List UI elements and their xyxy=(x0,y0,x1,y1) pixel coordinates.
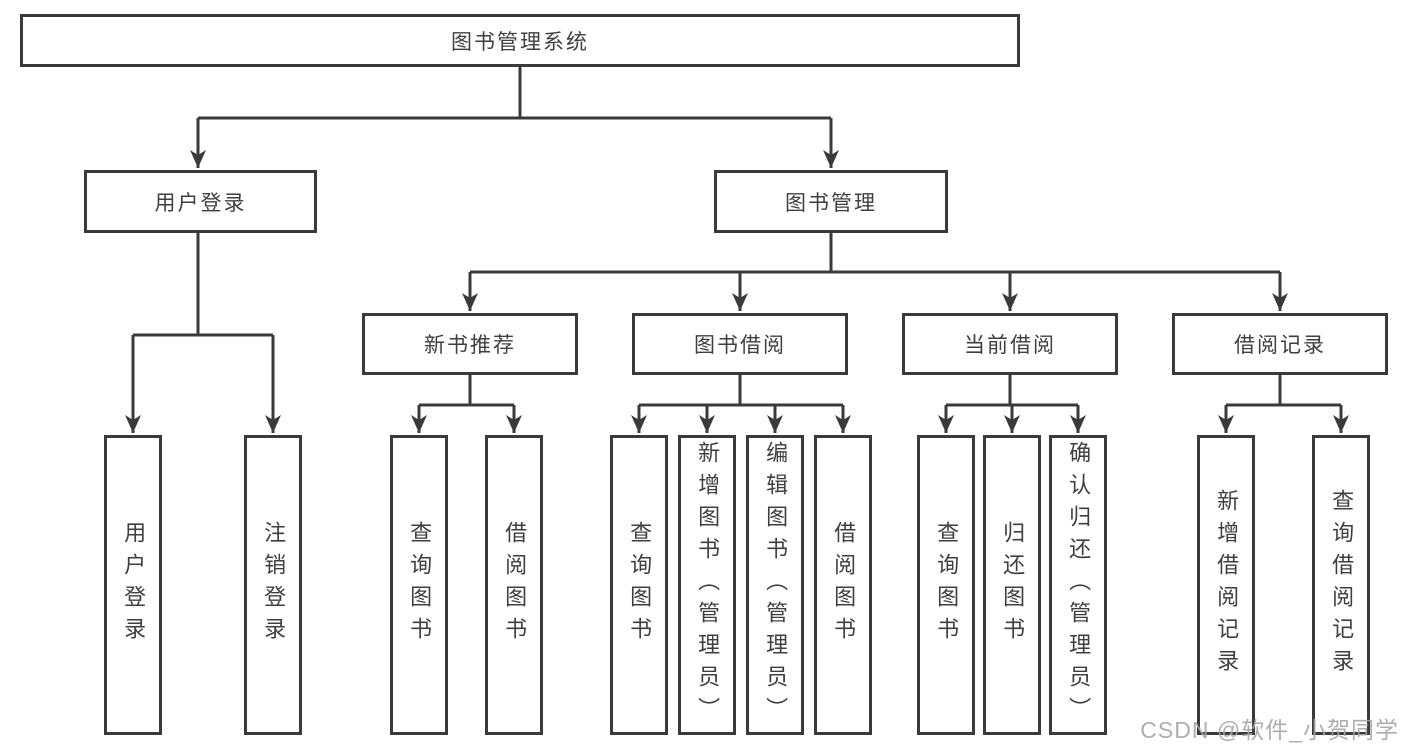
node-current-borrowing: 当前借阅 xyxy=(902,313,1118,375)
leaf-edit-books-admin: 编辑图书（管理员） xyxy=(746,435,804,735)
leaf-label: 确认归还（管理员） xyxy=(1066,441,1092,729)
node-label: 当前借阅 xyxy=(964,334,1056,357)
leaf-label: 查询图书 xyxy=(407,521,433,649)
leaf-add-borrow-record: 新增借阅记录 xyxy=(1197,435,1255,735)
leaf-label: 注销登录 xyxy=(261,521,287,649)
leaf-return-books: 归还图书 xyxy=(983,435,1041,735)
node-label: 图书借阅 xyxy=(694,334,786,357)
node-label: 用户登录 xyxy=(154,191,247,215)
leaf-add-books-admin: 新增图书（管理员） xyxy=(678,435,736,735)
leaf-label: 新增图书（管理员） xyxy=(695,441,721,729)
leaf-query-books-borrow: 查询图书 xyxy=(610,435,668,735)
node-label: 图书管理系统 xyxy=(451,30,589,54)
node-borrowing-records: 借阅记录 xyxy=(1172,313,1388,375)
leaf-borrow-books: 借阅图书 xyxy=(814,435,872,735)
leaf-label: 查询借阅记录 xyxy=(1329,489,1355,681)
leaf-label: 归还图书 xyxy=(1000,521,1026,649)
node-label: 图书管理 xyxy=(785,191,877,215)
leaf-label: 新增借阅记录 xyxy=(1214,489,1240,681)
leaf-label: 借阅图书 xyxy=(831,521,857,649)
leaf-confirm-return-admin: 确认归还（管理员） xyxy=(1049,435,1107,735)
leaf-label: 编辑图书（管理员） xyxy=(763,441,789,729)
leaf-query-borrow-record: 查询借阅记录 xyxy=(1312,435,1370,735)
leaf-logout: 注销登录 xyxy=(244,435,302,735)
leaf-label: 查询图书 xyxy=(934,521,960,649)
node-book-borrowing: 图书借阅 xyxy=(632,313,848,375)
leaf-query-books-recommend: 查询图书 xyxy=(390,435,448,735)
csdn-watermark: CSDN @软件_小贺同学 xyxy=(1140,717,1399,743)
node-user-login-branch: 用户登录 xyxy=(84,170,317,233)
leaf-borrow-books-recommend: 借阅图书 xyxy=(485,435,543,735)
leaf-label: 借阅图书 xyxy=(502,521,528,649)
leaf-query-books-current: 查询图书 xyxy=(917,435,975,735)
node-new-book-recommendation: 新书推荐 xyxy=(362,313,578,375)
node-label: 新书推荐 xyxy=(424,334,516,357)
connector-arrows xyxy=(125,118,1349,433)
node-library-management-system: 图书管理系统 xyxy=(20,14,1020,67)
leaf-label: 用户登录 xyxy=(121,521,147,649)
node-book-management-branch: 图书管理 xyxy=(714,170,948,233)
leaf-label: 查询图书 xyxy=(627,521,653,649)
node-label: 借阅记录 xyxy=(1234,334,1326,357)
leaf-user-login: 用户登录 xyxy=(104,435,162,735)
